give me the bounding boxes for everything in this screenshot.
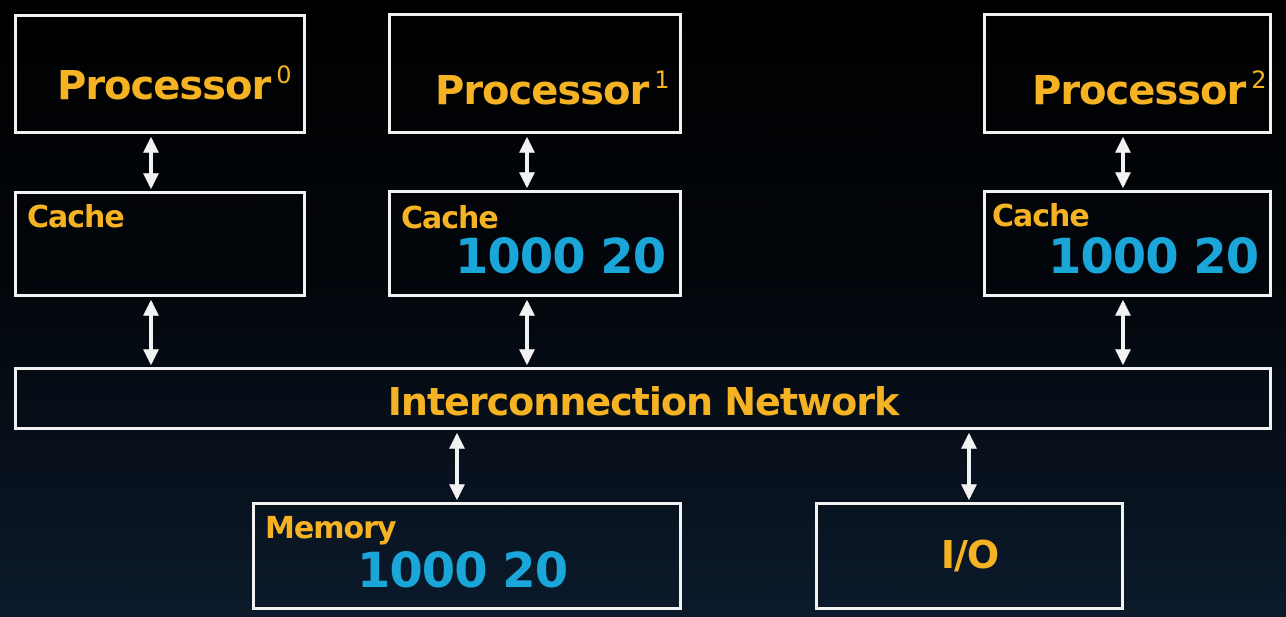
memory-label: Memory xyxy=(265,511,396,546)
cache-0-label: Cache xyxy=(27,200,125,235)
interconnection-network-box: Interconnection Network xyxy=(14,367,1272,430)
processor-1-title: Processor xyxy=(435,68,649,114)
interconnection-network-label: Interconnection Network xyxy=(387,380,899,424)
cache-1-label: Cache xyxy=(401,201,499,236)
memory-value: 1000 20 xyxy=(357,543,568,599)
processor-0-index: 0 xyxy=(276,61,291,89)
cache-2-value: 1000 20 xyxy=(1048,229,1259,285)
memory-box: Memory 1000 20 xyxy=(252,502,682,610)
processor-1-index: 1 xyxy=(654,66,669,94)
cache-2-box: Cache 1000 20 xyxy=(983,190,1272,297)
io-box: I/O xyxy=(815,502,1124,610)
processor-0-title: Processor xyxy=(57,63,271,109)
cache-1-value: 1000 20 xyxy=(455,229,666,285)
processor-2-title: Processor xyxy=(1032,68,1246,114)
cache-2-label: Cache xyxy=(992,199,1090,234)
io-label: I/O xyxy=(940,533,999,577)
processor-2-index: 2 xyxy=(1251,66,1266,94)
cache-0-box: Cache xyxy=(14,191,306,297)
cache-1-box: Cache 1000 20 xyxy=(388,190,682,297)
